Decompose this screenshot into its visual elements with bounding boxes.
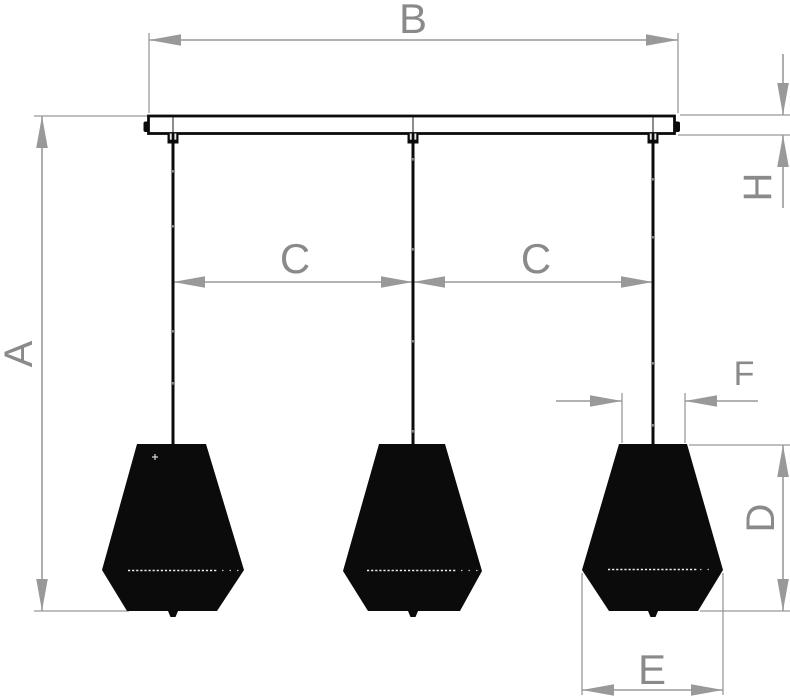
cord-grip-left xyxy=(167,133,179,144)
lampshade-right xyxy=(582,444,723,617)
suspension-cords xyxy=(171,143,655,445)
cord-grip-slit xyxy=(409,133,412,140)
ceiling-bar xyxy=(143,114,680,135)
cord-grips xyxy=(167,133,659,144)
cord-grip-body xyxy=(407,133,419,144)
dim-c-right-label: C xyxy=(521,235,551,282)
lampshade-body xyxy=(582,444,723,611)
lampshade-highlight-plus xyxy=(152,454,158,460)
cord-grip-right xyxy=(647,133,659,144)
cord-grip-slit xyxy=(649,133,652,140)
dim-d-shade-height: D xyxy=(689,444,790,612)
lampshades xyxy=(102,444,723,617)
cord-grip-body xyxy=(647,133,659,144)
cord-grip-slit xyxy=(169,133,172,140)
dim-d-label: D xyxy=(739,504,783,533)
dim-b-canopy-width: B xyxy=(148,0,679,113)
cord-grip-slit xyxy=(654,133,657,140)
dim-a-overall-height: A xyxy=(0,115,147,612)
dim-f-shade-top-width: F xyxy=(556,355,758,443)
dim-a-label: A xyxy=(0,340,41,367)
dim-b-label: B xyxy=(399,0,427,42)
dim-e-shade-max-width: E xyxy=(581,573,724,696)
dim-f-label: F xyxy=(734,355,755,393)
cord-grip-slit xyxy=(414,133,417,140)
lampshade-bottom-knob xyxy=(408,611,418,617)
cord-grip-slit xyxy=(174,133,177,140)
dim-c-spacing: C C xyxy=(173,235,653,288)
lampshade-body xyxy=(343,444,482,611)
dim-h-canopy-height: H xyxy=(678,54,790,208)
lampshade-middle xyxy=(343,444,482,617)
dim-c-left-label: C xyxy=(280,235,310,282)
cord-grip-body xyxy=(167,133,179,144)
cord-grip-middle xyxy=(407,133,419,144)
lampshade-body xyxy=(102,444,244,611)
lampshade-left xyxy=(102,444,244,617)
cord-highlights xyxy=(172,158,654,433)
bar-body xyxy=(147,114,676,135)
dim-e-label: E xyxy=(638,646,666,693)
dim-h-label: H xyxy=(736,173,780,202)
lampshade-bottom-knob xyxy=(168,611,178,617)
lampshade-bottom-knob xyxy=(648,611,658,617)
